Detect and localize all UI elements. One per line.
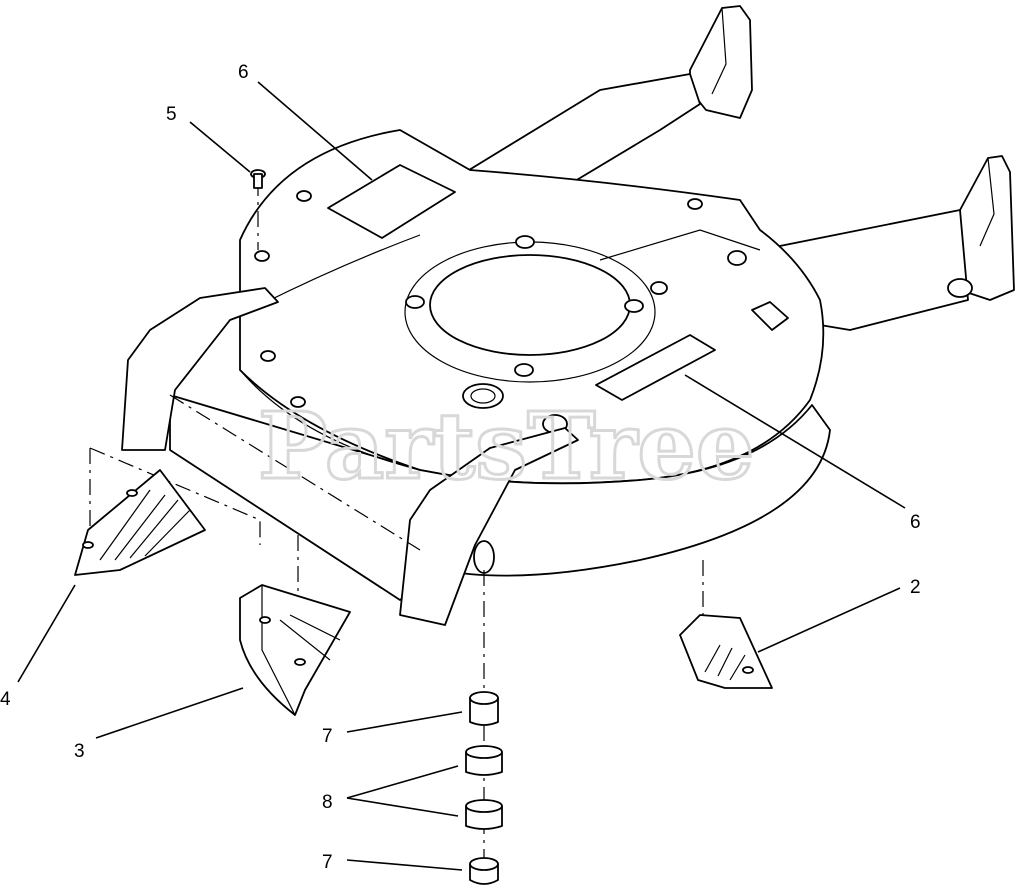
leader-line-5: [189, 121, 251, 173]
callout-6-top: 6: [238, 62, 249, 83]
callout-7-bottom: 7: [322, 852, 333, 873]
leader-line-8a: [346, 765, 459, 799]
callout-6-right: 6: [910, 512, 921, 533]
rear-door-left: [121, 287, 279, 451]
explode-line: [169, 394, 421, 551]
leader-line-2: [757, 587, 901, 653]
watermark: PartsTree: [258, 392, 754, 500]
decal: [327, 164, 716, 401]
callout-8: 8: [322, 792, 333, 813]
rear-door-right: [399, 427, 579, 626]
side-baffle-right: [679, 614, 773, 689]
explode-line: [89, 447, 261, 545]
callout-5: 5: [166, 104, 177, 125]
leader-line-8b: [346, 797, 459, 817]
leader-line-7-bottom: [346, 859, 463, 871]
callout-3: 3: [74, 741, 85, 762]
leader-line-6-right: [684, 374, 906, 509]
side-baffle: [74, 469, 206, 576]
screw: [250, 169, 266, 189]
callout-2: 2: [910, 577, 921, 598]
callout-4: 4: [0, 689, 11, 710]
deck-housing: [169, 129, 831, 601]
leader-line-3: [95, 687, 244, 739]
rear-baffle: [239, 584, 351, 716]
leader-line-4: [17, 584, 76, 683]
leader-line-7-top: [346, 711, 463, 733]
leader-line-6-top: [257, 81, 373, 181]
spacer: [465, 745, 503, 830]
bushing: [469, 691, 499, 885]
callout-7-top: 7: [322, 726, 333, 747]
